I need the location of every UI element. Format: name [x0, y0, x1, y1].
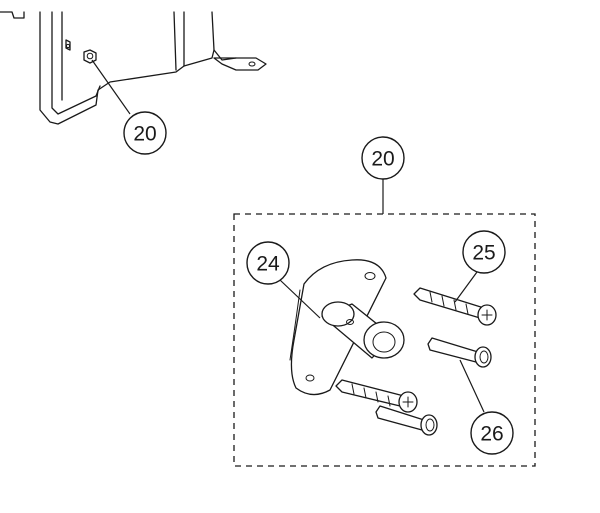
frame-bracket-assembly: [0, 11, 267, 125]
callout-label-24: 24: [256, 253, 280, 276]
leader-line-26: [459, 359, 485, 413]
pin-part-26-lower: [375, 405, 438, 436]
screw-part-25-upper: [413, 287, 497, 326]
screw-part-25-lower: [335, 379, 418, 413]
callout-26: 26: [470, 411, 514, 455]
assembly-group-box: [233, 213, 536, 467]
callout-20-group: 20: [361, 136, 405, 180]
pin-part-26-upper: [427, 337, 492, 368]
callout-25: 25: [462, 230, 506, 274]
callout-label-26: 26: [480, 423, 503, 446]
flange-bushing-part: [289, 259, 405, 396]
fastener-nut: [83, 49, 97, 64]
leader-line-24: [279, 279, 321, 319]
callout-label-20-group: 20: [371, 148, 394, 171]
callout-label-20-upper: 20: [133, 123, 156, 146]
callout-24: 24: [246, 241, 290, 285]
callout-20-upper: 20: [123, 111, 167, 155]
callout-label-25: 25: [472, 242, 495, 265]
leader-line-25: [454, 271, 478, 303]
leader-line-20-upper: [91, 59, 131, 115]
